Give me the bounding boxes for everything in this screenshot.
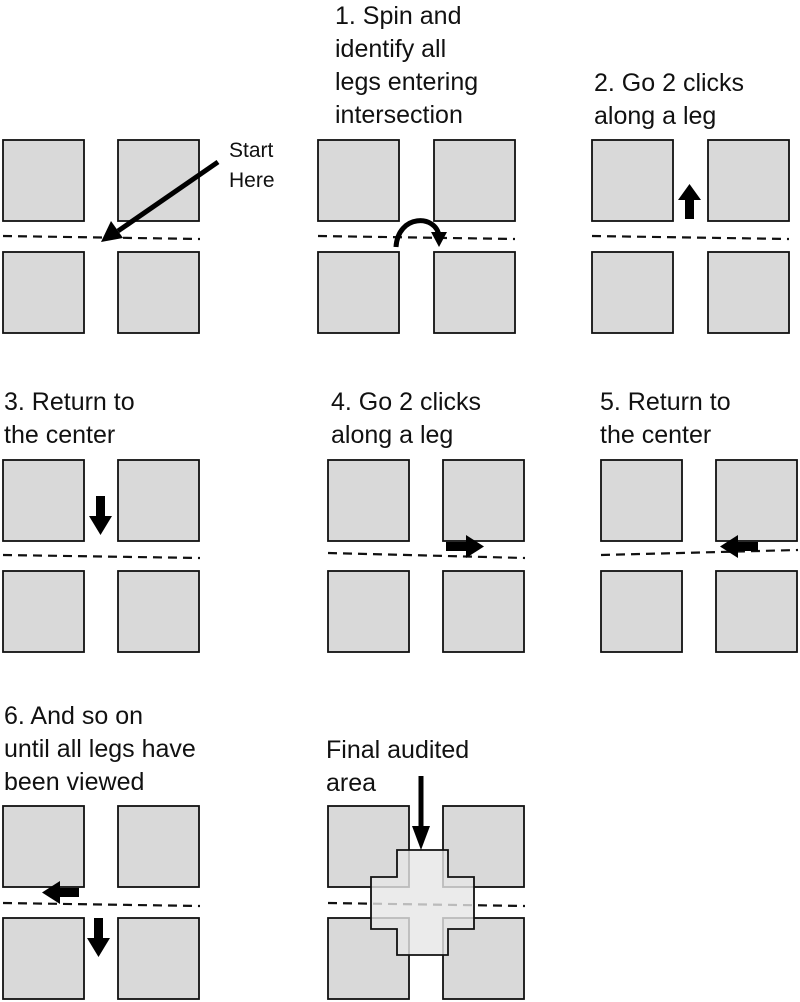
block-top-right: [117, 139, 200, 222]
block-top-right: [433, 139, 516, 222]
panel-step-2: [591, 139, 790, 334]
step-2-caption: 2. Go 2 clicks along a leg: [594, 69, 745, 130]
block-bottom-right: [433, 251, 516, 334]
step-5-caption: 5. Return to the center: [600, 388, 731, 449]
road-centerline: [2, 901, 201, 908]
block-top-right: [117, 805, 200, 888]
panel-step-1: [317, 139, 516, 334]
panel-final: [327, 776, 526, 1000]
block-bottom-left: [2, 570, 85, 653]
block-top-left: [600, 459, 683, 542]
road-centerline: [2, 553, 201, 560]
block-bottom-left: [327, 917, 410, 1000]
arrow-down-icon: [89, 496, 112, 535]
block-top-left: [317, 139, 400, 222]
road-centerline: [327, 551, 526, 560]
block-bottom-left: [327, 570, 410, 653]
block-bottom-right: [117, 251, 200, 334]
block-bottom-right: [117, 917, 200, 1000]
start-here-label: Start Here: [229, 139, 275, 192]
block-top-right: [707, 139, 790, 222]
arrow-up-icon: [678, 184, 701, 219]
panel-step-3: [2, 459, 201, 653]
step-4-caption: 4. Go 2 clicks along a leg: [331, 388, 482, 449]
block-top-left: [2, 139, 85, 222]
arrow-down-icon: [87, 918, 110, 957]
block-top-right: [442, 805, 525, 888]
road-centerline: [600, 548, 799, 557]
panel-step-6: [2, 805, 201, 1000]
block-top-right: [715, 459, 798, 542]
block-top-right: [442, 459, 525, 542]
block-bottom-left: [591, 251, 674, 334]
road-centerline: [317, 234, 516, 241]
spin-curved-arrow-icon: [393, 218, 447, 248]
block-bottom-right: [442, 917, 525, 1000]
panel-start: [2, 139, 220, 334]
block-top-left: [327, 805, 410, 888]
step-1-caption: 1. Spin and identify all legs entering i…: [335, 2, 479, 129]
arrow-left-icon: [720, 535, 758, 558]
block-top-right: [117, 459, 200, 542]
block-bottom-left: [317, 251, 400, 334]
panel-step-5: [600, 459, 799, 653]
road-centerline: [591, 234, 790, 241]
step-3-caption: 3. Return to the center: [4, 388, 135, 449]
block-bottom-left: [600, 570, 683, 653]
arrow-right-icon: [446, 535, 484, 558]
step-6-caption: 6. And so on until all legs have been vi…: [4, 702, 196, 796]
block-bottom-right: [715, 570, 798, 653]
block-bottom-right: [442, 570, 525, 653]
block-bottom-left: [2, 251, 85, 334]
arrow-down-icon: [412, 776, 430, 850]
block-top-left: [2, 805, 85, 888]
block-bottom-right: [117, 570, 200, 653]
start-arrow-icon: [101, 159, 220, 242]
block-bottom-left: [2, 917, 85, 1000]
road-centerline: [2, 234, 201, 241]
final-caption: Final audited area: [326, 736, 470, 797]
audited-area-cross: [370, 849, 475, 956]
arrow-left-icon: [42, 881, 79, 904]
block-top-left: [2, 459, 85, 542]
block-top-left: [327, 459, 410, 542]
block-bottom-right: [707, 251, 790, 334]
block-top-left: [591, 139, 674, 222]
panel-step-4: [327, 459, 526, 653]
